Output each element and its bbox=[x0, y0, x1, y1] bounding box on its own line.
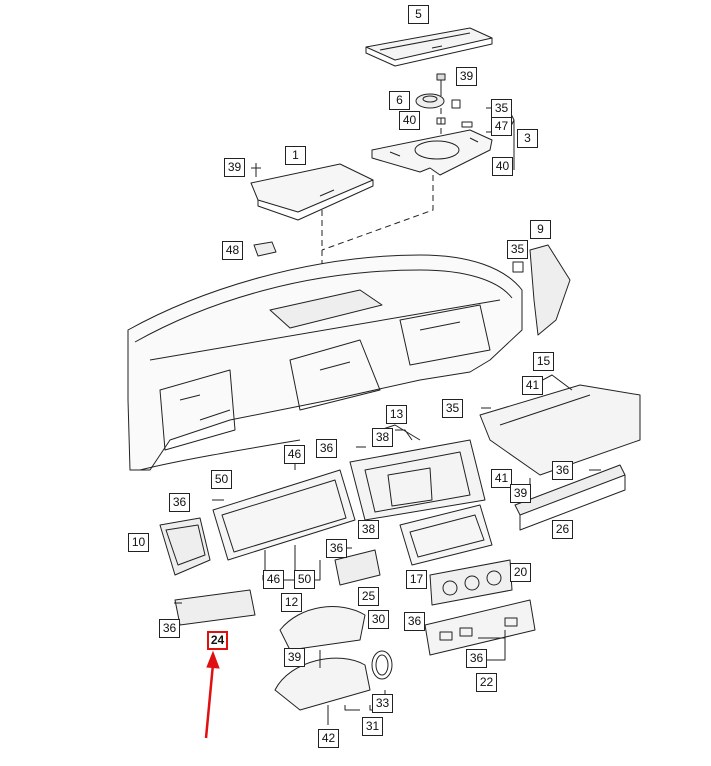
callout-40: 40 bbox=[399, 111, 420, 130]
callout-30: 30 bbox=[368, 610, 389, 629]
callout-36: 36 bbox=[159, 619, 180, 638]
callout-39: 39 bbox=[510, 484, 531, 503]
callout-36: 36 bbox=[169, 493, 190, 512]
dashboard-carrier bbox=[127, 254, 523, 471]
callout-39: 39 bbox=[284, 648, 305, 667]
part-12-instrument-frame bbox=[212, 469, 356, 580]
callout-41: 41 bbox=[522, 376, 543, 395]
callout-50: 50 bbox=[211, 470, 232, 489]
callout-24-highlighted: 24 bbox=[207, 631, 228, 650]
callout-25: 25 bbox=[358, 587, 379, 606]
callout-26: 26 bbox=[552, 520, 573, 539]
callout-36: 36 bbox=[326, 539, 347, 558]
callout-31: 31 bbox=[362, 717, 383, 736]
callout-10: 10 bbox=[128, 533, 149, 552]
callout-15: 15 bbox=[533, 352, 554, 371]
callout-17: 17 bbox=[406, 570, 427, 589]
callout-40: 40 bbox=[492, 157, 513, 176]
part-1-lid bbox=[250, 163, 374, 221]
callout-36: 36 bbox=[404, 612, 425, 631]
callout-39: 39 bbox=[456, 67, 477, 86]
part-15-glovebox bbox=[479, 374, 641, 476]
callout-12: 12 bbox=[281, 593, 302, 612]
callout-35: 35 bbox=[491, 99, 512, 118]
callout-35: 35 bbox=[507, 240, 528, 259]
callout-22: 22 bbox=[476, 673, 497, 692]
callout-9: 9 bbox=[530, 220, 551, 239]
part-5-tray bbox=[365, 27, 493, 67]
part-13-center-vent bbox=[349, 424, 486, 521]
callout-42: 42 bbox=[318, 729, 339, 748]
callout-36: 36 bbox=[552, 461, 573, 480]
callout-5: 5 bbox=[408, 5, 429, 24]
callout-1: 1 bbox=[285, 146, 306, 165]
callout-46: 46 bbox=[263, 570, 284, 589]
callout-6: 6 bbox=[389, 91, 410, 110]
callout-41: 41 bbox=[491, 469, 512, 488]
callout-33: 33 bbox=[372, 694, 393, 713]
highlight-arrow bbox=[204, 650, 220, 739]
part-3-bracket bbox=[371, 129, 493, 176]
callout-3: 3 bbox=[517, 129, 538, 148]
callout-35: 35 bbox=[442, 399, 463, 418]
callout-36: 36 bbox=[316, 439, 337, 458]
callout-50: 50 bbox=[294, 570, 315, 589]
callout-38: 38 bbox=[358, 520, 379, 539]
callout-47: 47 bbox=[491, 117, 512, 136]
callout-20: 20 bbox=[510, 563, 531, 582]
callout-46: 46 bbox=[284, 445, 305, 464]
callout-48: 48 bbox=[222, 241, 243, 260]
callout-39: 39 bbox=[224, 158, 245, 177]
callout-38: 38 bbox=[372, 428, 393, 447]
callout-36: 36 bbox=[466, 649, 487, 668]
callout-13: 13 bbox=[386, 405, 407, 424]
